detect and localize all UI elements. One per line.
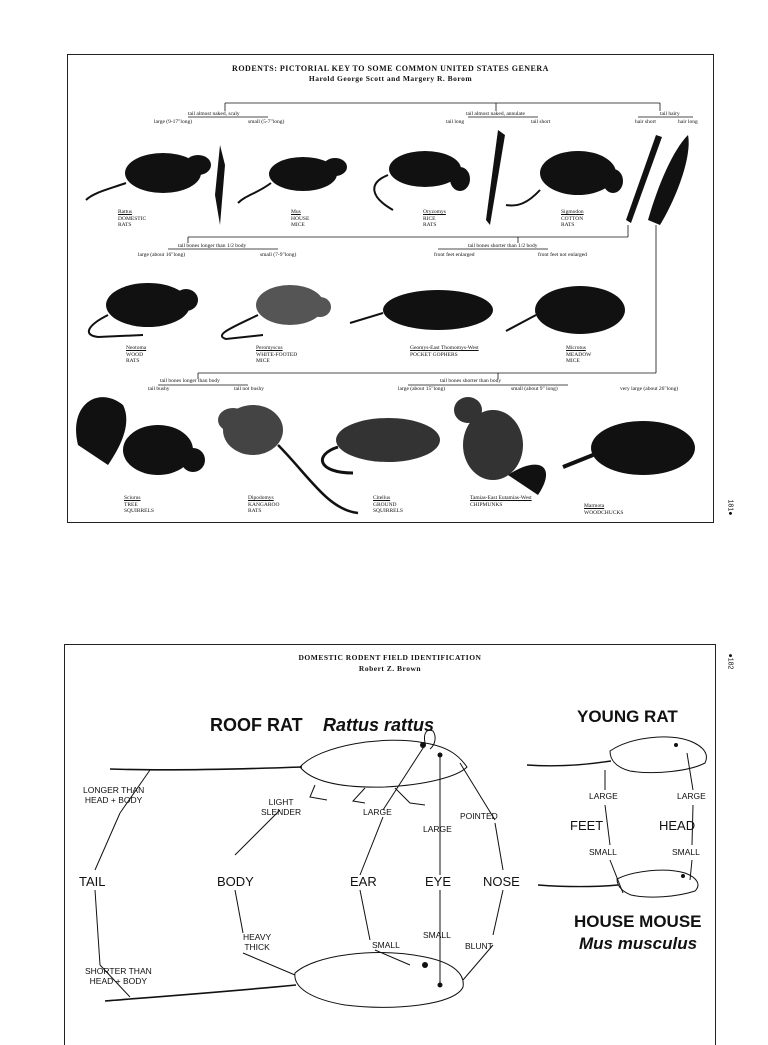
key-title: RODENTS: PICTORIAL KEY TO SOME COMMON UN… [232,64,549,73]
sciurus-silhouette [123,425,193,475]
key-very-large-26: very large (about 26"long) [620,386,679,392]
key-front-feet-not-enlarged: front feet not enlarged [538,252,587,258]
label-nose: NOSE [483,874,520,889]
key-tail-hairy: tail hairy [660,111,680,117]
key-front-feet-enlarged: front feet enlarged [434,252,475,258]
citellus-silhouette [336,418,440,462]
field-title: DOMESTIC RODENT FIELD IDENTIFICATION [298,653,482,662]
rattus-silhouette [125,153,201,193]
house-mouse-scientific: Mus musculus [579,934,698,953]
label-eye: EYE [425,874,452,889]
label-head: HEAD [659,818,696,833]
key-small-5-7: small (5-7"long) [248,119,285,125]
young-rat-outline [609,736,707,774]
house-mouse-outline [616,869,699,898]
key-authors: Harold George Scott and Margery R. Borom [308,74,473,83]
oryzomys-silhouette [389,151,461,187]
key-large-16: large (about 16"long) [138,252,186,258]
key-tail-bones-shorter-body: tail bones shorter than body [440,378,502,384]
key-hair-short: hair short [635,119,656,125]
roof-rat-outline [299,739,468,788]
row2-silhouettes [87,283,625,341]
key-large-9-17: large (9-17"long) [154,119,193,125]
peromyscus-silhouette [256,285,324,325]
hairy-tail-short [626,135,662,223]
key-tail-naked-annulate: tail almost naked, annulate [466,111,525,117]
key-tail-naked-scaly: tail almost naked, scaly [188,111,240,117]
field-diagram-lines [94,729,707,1008]
head-small-label: SMALL [672,847,700,857]
page-number-182: ●182 [726,653,734,670]
key-small-7-9: small (7-9"long) [260,252,297,258]
house-mouse-label: HOUSE MOUSE [574,912,702,931]
young-rat-label: YOUNG RAT [577,707,678,726]
key-tail-bones-longer: tail bones longer than 1/2 body [178,243,247,249]
key-tail-bones-shorter: tail bones shorter than 1/2 body [468,243,538,249]
key-tail-not-bushy: tail not bushy [234,386,264,392]
feet-small-label: SMALL [589,847,617,857]
marmota-silhouette [591,421,695,475]
feet-large-label: LARGE [589,791,618,801]
row3-silhouettes [76,397,695,515]
row1-silhouettes [85,130,689,225]
norway-rat-outline [294,952,464,1008]
annulate-tail [486,130,505,225]
key-small-9: small (about 9" long) [511,386,558,392]
ear-small-label: SMALL [372,940,400,950]
gopher-silhouette [383,290,493,330]
eye-small-label: SMALL [423,930,451,940]
neotoma-silhouette [106,283,190,327]
field-identification-panel: DOMESTIC RODENT FIELD IDENTIFICATION Rob… [64,644,716,1045]
label-body: BODY [217,874,254,889]
hairy-tail-long [648,135,689,225]
label-feet: FEET [570,818,604,833]
key-tail-bushy: tail bushy [148,386,170,392]
scaly-tail-1 [215,145,225,225]
head-large-label: LARGE [677,791,706,801]
page-number-181: 181● [726,499,734,516]
eye-large-label: LARGE [423,824,452,834]
key-tree-lines [76,102,695,515]
nose-blunt-label: BLUNT [465,941,493,951]
label-ear: EAR [350,874,377,889]
tamias-silhouette [463,410,523,480]
roof-rat-scientific: Rattus rattus [323,715,435,735]
microtus-silhouette [535,286,625,334]
key-tail-long: tail long [446,119,465,125]
roof-rat-label: ROOF RAT [210,715,303,735]
label-tail: TAIL [79,874,106,889]
sciurus-tail [76,397,127,465]
mus-silhouette [269,157,337,191]
pictorial-key-panel: RODENTS: PICTORIAL KEY TO SOME COMMON UN… [67,54,714,523]
nose-pointed-label: POINTED [460,811,498,821]
key-tail-bones-longer-body: tail bones longer than body [160,378,220,384]
field-author: Robert Z. Brown [358,664,422,673]
key-tail-short: tail short [531,119,551,125]
key-hair-long: hair long [678,119,698,125]
sigmodon-silhouette [540,151,616,195]
ear-large-label: LARGE [363,807,392,817]
key-large-15: large (about 15"long) [398,386,446,392]
